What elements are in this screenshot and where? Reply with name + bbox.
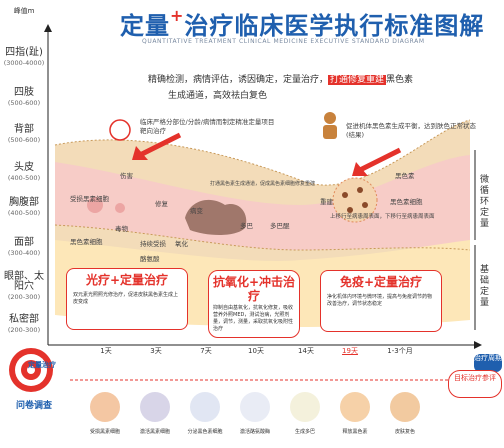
y-label-item: 胸腹部(400-500) [7,197,41,218]
treatment-box-1: 光疗+定量治疗 双元素光照照光修治疗，促进皮肤黑色素生成上皮变成 [66,268,188,330]
arrow-1 [138,132,182,158]
stage-label-highlight: 19天 [342,347,358,355]
stage-desc: 激活黑素细胞 [139,429,170,435]
curve-label: 氧化 [175,240,188,248]
treatment-box-2: 抗氧化+冲击治疗 抑制自由基氧化，抗氧化修复，吸收营养外照MED，测试治病，光照… [208,270,300,338]
timeline-left-sub: 问卷调查 [16,401,53,411]
stage-label: 14天 [298,347,314,355]
final-badge: 目标治疗参评 [448,370,502,398]
y-label-item: 背部(500-600) [7,124,41,145]
timeline-left-label: 定量治疗 [28,361,56,369]
curve-label: 伤害 [120,172,133,180]
stage-desc: 皮肤复色 [394,429,415,435]
melanocyte-cluster [332,177,378,223]
treatment-box-title: 免疫+定量治疗 [339,275,423,289]
treatment-box-text: 净化机体内环境与微环境，提高与免疫调节药物改善治疗，调节状态稳定 [327,294,433,307]
y-label-item: 私密部(200-300) [7,314,41,335]
stage-label: 1天 [100,347,112,355]
right-label-bottom: 基础定量 [480,265,490,308]
curve-label: 黑色素 [395,172,415,180]
y-label-item: 四指(趾)(3000-4000) [3,47,45,68]
target-icon [9,348,53,392]
arrow-2 [358,147,402,173]
y-label-item: 眼部、太阳穴(200-300) [4,271,44,302]
curve-label: 多巴 [240,222,253,230]
lesion-blob [185,199,247,235]
stage-circle [140,392,170,422]
x-axis-arrow [474,341,482,349]
intro-text: 精确检测，病情评估，诱因确定，定量治疗，打通修复重建黑色素 生成通道，高效祛白复… [148,75,414,101]
curve-label: 毒物 [115,225,128,233]
period-badge: 治疗周期 [474,354,502,372]
stage-desc: 释放黑色素 [342,429,368,435]
stage-label: 1-3个月 [387,347,413,355]
stage-label: 7天 [200,347,212,355]
y-axis-label: 峰值m [13,7,35,15]
intro-highlight: 打通修复重建 [328,75,387,85]
curve-label: 病变 [190,207,203,215]
arrow-1-head [132,146,148,160]
note-1: 临床严格分部位/分龄/病情而制定精准定量项目靶向治疗 [140,118,275,135]
note-4: 上移行至病患周表面，下移行至病患周表面 [330,214,435,220]
curve-label: 黑色素细胞 [390,198,423,206]
y-label-item: 四肢(500-600) [7,87,41,108]
curve-label: 酪氨酸 [140,255,160,263]
person-icon [324,112,336,124]
arrow-2-head [352,162,368,176]
note-3: 打通黑色素生成通道，促成黑色素细胞修复重建 [210,181,316,187]
treatment-box-3: 免疫+定量治疗 净化机体内环境与微环境，提高与免疫调节药物改善治疗，调节状态稳定 [320,270,442,332]
y-label-item: 头皮(400-500) [7,162,41,183]
page-subtitle: QUANTITATIVE TREATMENT CLINICAL MEDICINE… [142,38,425,45]
stage-desc: 分泌黑色素细胞 [187,429,223,435]
right-label-top: 微循环定量 [480,175,490,229]
curve-label: 黑色素细胞 [70,238,103,246]
damaged-cell [87,197,103,213]
treatment-box-title: 光疗+定量治疗 [85,273,169,287]
treatment-box-text: 抑制自由基氧化，抗氧化修复，吸收营养外照MED，测试治病，光照剂量，调节，测量，… [213,305,294,332]
stage-circle [190,392,220,422]
y-label-item: 面部(300-400) [7,237,41,258]
stage-circle [240,392,270,422]
stage-circle [390,392,420,422]
stage-circle [340,392,370,422]
curve-label: 持续受损 [140,240,166,248]
curve-label: 修复 [155,200,168,208]
sun-icon [109,119,131,141]
stage-desc: 激活酪氨酸酶 [239,429,270,435]
page-title: 定量+治疗临床医学执行标准图解 [120,6,485,40]
pink-zone [55,155,470,250]
stage-label: 3天 [150,347,162,355]
curve-label: 受损黑素细胞 [70,195,109,203]
treatment-box-title: 抗氧化+冲击治疗 [212,275,296,303]
treatment-box-text: 双元素光照照光修治疗，促进皮肤黑色素生成上皮变成 [73,292,179,305]
curve-label: 多巴醌 [270,222,290,230]
note-2: 促进机体黑色素生成平衡，达到肤色正常状态(结果) [346,122,476,139]
stage-desc: 生成多巴 [294,429,315,435]
stage-label: 10天 [248,347,264,355]
stage-desc: 受损黑素细胞 [89,429,120,435]
curve-label: 重建 [320,198,333,206]
y-axis-arrow [44,24,52,32]
stage-circle [290,392,320,422]
stage-circle [90,392,120,422]
